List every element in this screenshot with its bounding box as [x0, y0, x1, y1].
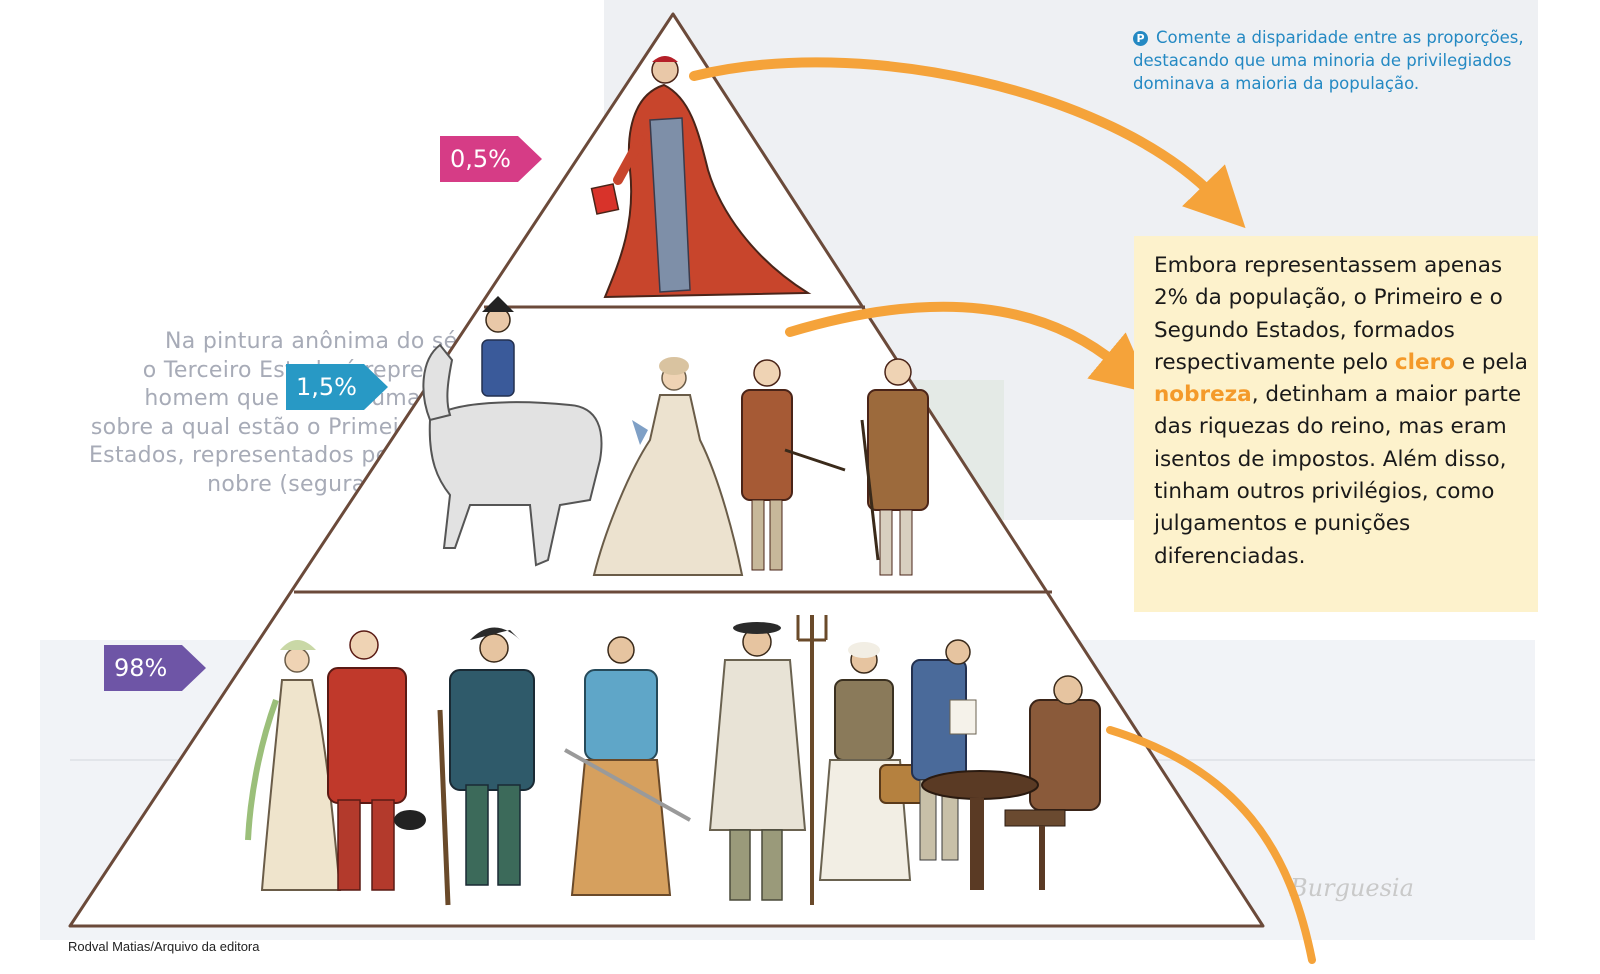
arrow-nobility-to-box	[785, 301, 1153, 394]
percentage-label-terceiro-estado: 98%	[104, 645, 206, 691]
market-woman-figure	[564, 636, 691, 896]
info-text-part: , detinham a maior parte das riquezas do…	[1154, 382, 1522, 569]
scribe-at-table-figure	[921, 675, 1101, 890]
noblewoman-figure	[592, 357, 744, 576]
info-text-part: e pela	[1455, 349, 1528, 375]
maid-with-basket-figure	[818, 642, 931, 881]
gentleman-with-cane-figure	[860, 358, 929, 576]
image-credit: Rodval Matias/Arquivo da editora	[68, 939, 260, 954]
bourgeois-man-figure	[327, 630, 426, 891]
teacher-note-text: Comente a disparidade entre as proporçõe…	[1133, 28, 1524, 93]
background-text-fragment: Burguesia	[1290, 874, 1414, 902]
arrow-clergy-to-box	[689, 57, 1246, 229]
percentage-text: 1,5%	[296, 373, 357, 401]
sans-culotte-figure	[437, 627, 535, 906]
percentage-label-segundo-estado: 1,5%	[286, 364, 388, 410]
nobleman-figure	[741, 359, 846, 571]
info-box: Embora representassem apenas 2% da popul…	[1134, 236, 1538, 612]
percentage-text: 98%	[114, 654, 168, 682]
horse-rider-figure	[422, 296, 603, 567]
arrow-third-estate-down	[1106, 726, 1316, 964]
highlight-clero: clero	[1394, 349, 1455, 375]
info-text-part: Embora representassem apenas 2% da popul…	[1154, 253, 1503, 375]
peasant-with-pitchfork-figure	[708, 615, 828, 905]
percentage-text: 0,5%	[450, 145, 511, 173]
highlight-nobreza: nobreza	[1154, 382, 1252, 408]
percentage-label-primeiro-estado: 0,5%	[440, 136, 542, 182]
cardinal-figure	[590, 56, 812, 299]
teacher-note-icon: P	[1133, 31, 1148, 46]
clerk-figure	[911, 639, 977, 861]
